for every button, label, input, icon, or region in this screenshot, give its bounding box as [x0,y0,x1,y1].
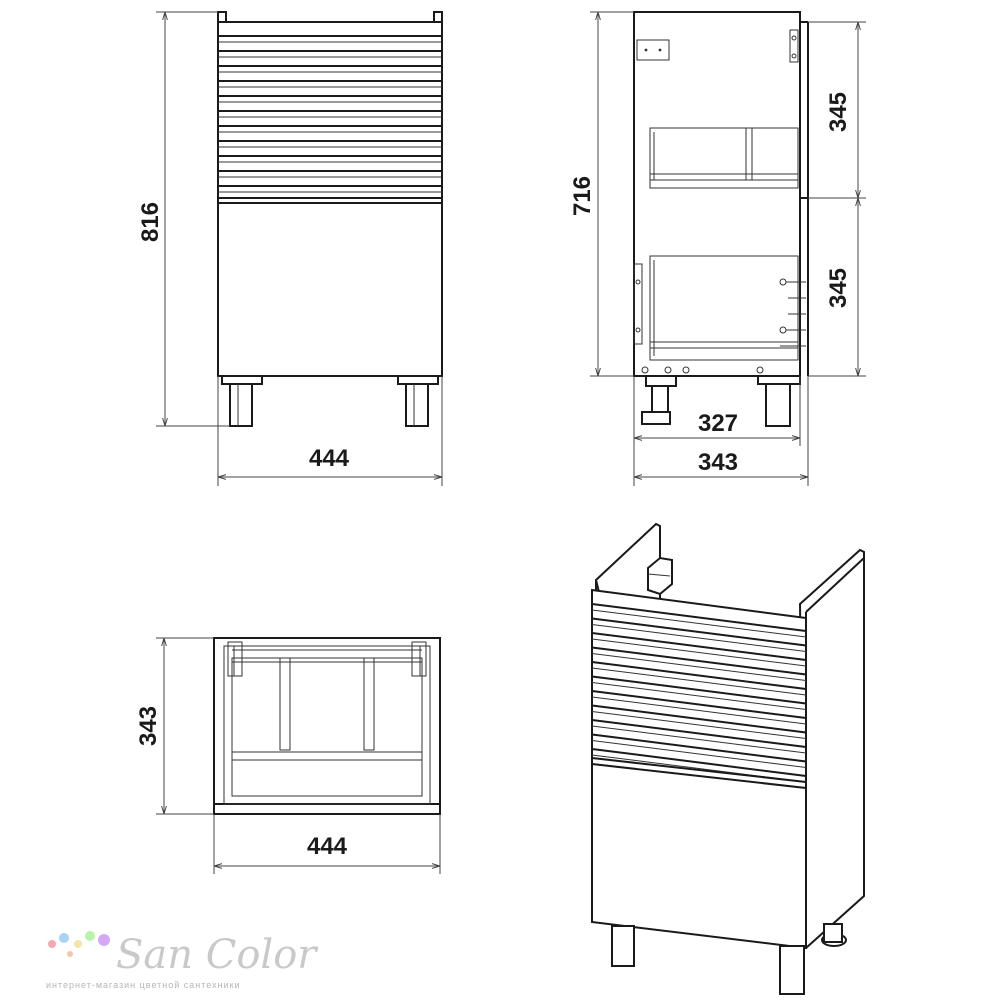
logo-dot [85,931,95,941]
dim-side-depth: 343 [698,449,738,476]
dim-top-width: 444 [307,833,348,860]
iso-slat [591,675,807,705]
logo-dot [98,934,110,946]
iso-slat [591,719,807,748]
logo-dot [59,933,69,943]
iso-slat-edge [591,711,807,739]
front-leg-right [405,383,429,427]
brand-tagline: интернет-магазин цветной сантехники [46,980,241,990]
iso-slat [591,690,807,719]
iso-slat-edge [591,624,807,652]
iso-slat [591,748,807,777]
iso-slat [591,733,807,763]
iso-slat-edge [591,696,807,725]
dim-front-height: 816 [137,202,164,242]
iso-slat-edge [591,682,807,710]
dim-side-height: 716 [569,176,596,216]
isometric-view [591,522,865,995]
logo-dot [74,940,82,948]
iso-slat [591,632,807,661]
iso-slat-edge [591,667,807,696]
front-louvre-slats [218,35,442,193]
iso-slat-edge [591,653,807,681]
top-view: 343 444 [135,637,441,874]
iso-slat [591,603,807,632]
dim-top-depth: 343 [135,706,162,746]
front-leg-left [229,383,253,427]
dim-front-width: 444 [309,445,350,472]
logo-dot [67,951,73,957]
iso-slat-edge [591,725,807,754]
side-cabinet-body [633,11,801,377]
brand-name: San Color [116,932,319,978]
iso-slat [591,617,807,647]
dim-side-upper: 345 [825,92,852,132]
side-view: 716 345 345 327 343 [569,11,866,486]
logo-dot [48,940,56,948]
iso-slat-edge [591,609,807,638]
iso-slat-edge [591,740,807,768]
top-cabinet-outline [213,637,441,815]
dim-side-inner-depth: 327 [698,410,738,437]
iso-slat [591,704,807,734]
iso-slat-edge [591,638,807,667]
iso-louvre-slats [591,603,807,783]
front-view: 816 444 [137,11,443,486]
side-leg-right [765,383,791,427]
iso-slat [591,646,807,676]
brand-logo: San Color интернет-магазин цветной санте… [46,931,319,990]
dim-side-lower: 345 [825,268,852,308]
iso-slat [591,661,807,690]
